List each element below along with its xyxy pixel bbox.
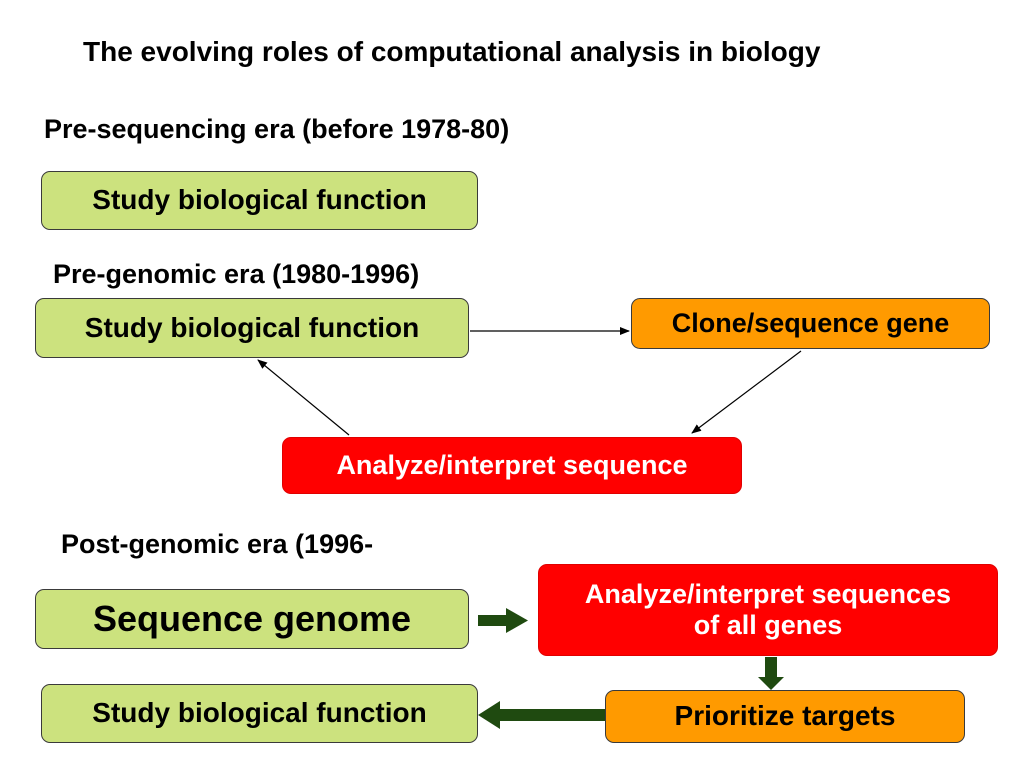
- box-study-biological-function-pre-genomic: Study biological function: [35, 298, 469, 358]
- box-label: Prioritize targets: [674, 700, 896, 732]
- box-study-biological-function-pre-sequencing: Study biological function: [41, 171, 478, 230]
- box-label: Study biological function: [92, 697, 427, 729]
- box-sequence-genome: Sequence genome: [35, 589, 469, 649]
- box-label-line-1: Analyze/interpret sequences: [584, 578, 952, 609]
- arrow-clone-to-analyze: [691, 350, 802, 434]
- box-label-line-2: of all genes: [693, 610, 843, 640]
- page-title: The evolving roles of computational anal…: [83, 36, 821, 67]
- arrow-prioritize-to-study: [478, 701, 605, 729]
- box-label: Study biological function: [92, 184, 427, 216]
- box-label: Study biological function: [84, 311, 420, 343]
- heading-pre-genomic-era: Pre-genomic era (1980-1996): [53, 259, 420, 289]
- box-label: Clone/sequence gene: [671, 307, 950, 338]
- heading-post-genomic-era: Post-genomic era (1996-: [61, 529, 374, 559]
- arrow-analyze-to-study: [257, 359, 350, 436]
- arrow-analyze-to-prioritize: [758, 657, 784, 690]
- arrow-sequence-genome-to-analyze: [478, 608, 528, 633]
- box-clone-sequence-gene: Clone/sequence gene: [631, 298, 990, 349]
- box-analyze-interpret-sequences-all-genes: Analyze/interpret sequences of all genes: [538, 564, 998, 656]
- box-study-biological-function-post-genomic: Study biological function: [41, 684, 478, 743]
- box-label: Sequence genome: [92, 598, 412, 640]
- box-prioritize-targets: Prioritize targets: [605, 690, 965, 743]
- box-label: Analyze/interpret sequence: [336, 449, 688, 480]
- box-analyze-interpret-sequence: Analyze/interpret sequence: [282, 437, 742, 494]
- heading-pre-sequencing-era: Pre-sequencing era (before 1978-80): [44, 114, 510, 144]
